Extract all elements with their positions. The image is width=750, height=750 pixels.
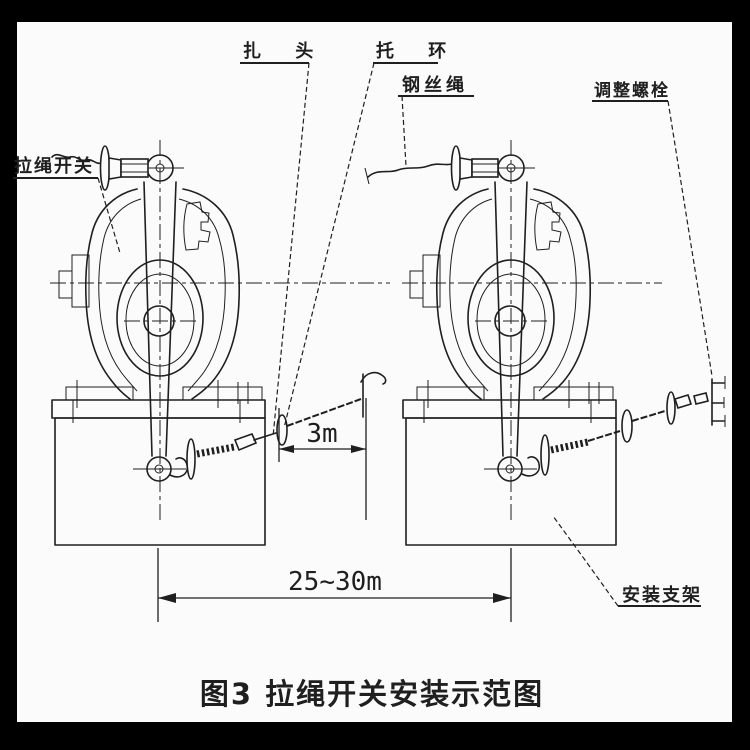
left-bottom-rope <box>169 371 387 480</box>
label-pull-rope-switch-text: 拉绳开关 <box>14 155 94 177</box>
label-adjust-bolt-text: 调整螺栓 <box>594 80 670 101</box>
adjust-bolt-bracket <box>711 376 726 427</box>
label-wire-rope: 钢丝绳 <box>398 74 474 167</box>
label-adjust-bolt: 调整螺栓 <box>592 80 713 377</box>
label-mounting-bracket-text: 安装支架 <box>622 584 702 606</box>
figure-caption: 图3 拉绳开关安装示范图 <box>200 677 544 711</box>
dimension-3m: 3m <box>278 398 367 520</box>
left-top-rope-hardware <box>51 145 149 191</box>
dimension-3m-text: 3m <box>306 419 337 449</box>
dimension-25-30m: 25~30m <box>157 548 512 622</box>
right-top-rope-hardware <box>364 145 499 191</box>
label-wire-rope-text: 钢丝绳 <box>402 74 468 96</box>
label-clamp-head-text: 扎 头 <box>243 40 327 62</box>
label-clamp-head: 扎 头 <box>240 40 327 438</box>
label-mounting-bracket: 安装支架 <box>552 515 702 607</box>
label-support-ring: 托 环 <box>283 40 460 429</box>
label-pull-rope-switch: 拉绳开关 <box>13 155 121 254</box>
dimension-25-30m-text: 25~30m <box>288 567 382 597</box>
label-support-ring-text: 托 环 <box>376 40 460 62</box>
right-bottom-rope <box>521 376 726 477</box>
